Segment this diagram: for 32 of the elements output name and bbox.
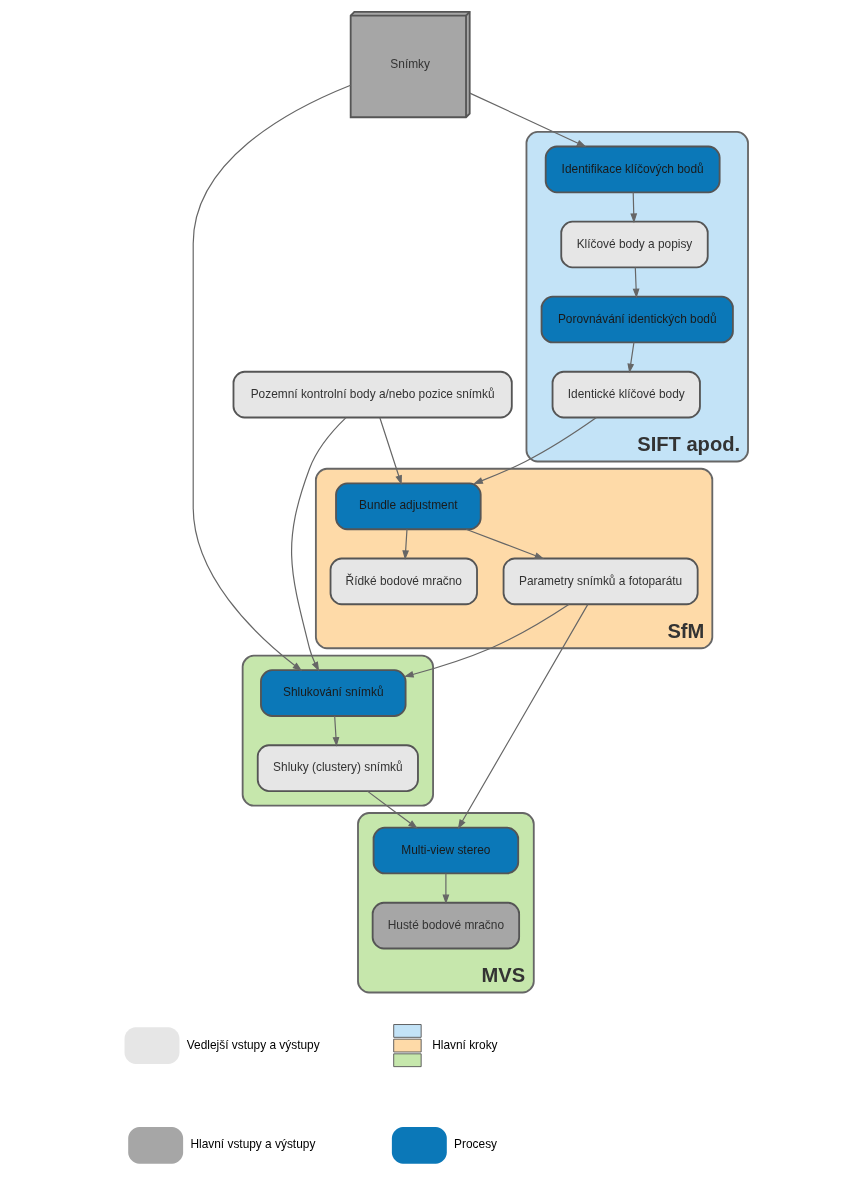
node-box: Identické klíčové body — [551, 370, 701, 419]
arrow — [290, 417, 347, 672]
node-box: Parametry snímků a fotoparátu — [502, 557, 699, 606]
node-box: Husté bodové mračno — [371, 901, 520, 950]
arrow — [378, 417, 402, 485]
arrow — [472, 416, 597, 485]
arrow — [626, 341, 635, 374]
arrow — [468, 92, 586, 148]
node-box: Identifikace klíčových bodů — [544, 145, 721, 194]
arrow — [457, 604, 588, 830]
arrow — [403, 603, 570, 678]
cluster — [241, 654, 434, 807]
node-box: Multi-view stereo — [372, 826, 519, 875]
arrow — [464, 528, 544, 560]
node-box: Řídké bodové mračno — [329, 557, 478, 606]
legend-label: Hlavní vstupy a výstupy — [189, 1137, 315, 1152]
node-box: Bundle adjustment — [334, 482, 482, 531]
arrow — [192, 84, 351, 672]
legend-label: Hlavní kroky — [431, 1037, 498, 1052]
legend-label: Procesy — [453, 1137, 497, 1152]
legend-label: Vedlejší vstupy a výstupy — [186, 1037, 320, 1052]
arrow — [332, 715, 339, 747]
node-box: Porovnávání identických bodů — [540, 295, 734, 344]
arrow — [366, 790, 418, 829]
arrow — [401, 528, 409, 561]
arrow — [632, 266, 639, 299]
arrow — [442, 872, 449, 905]
node-box: Klíčové body a popisy — [559, 220, 709, 269]
node-box: Shlukování snímků — [259, 669, 406, 717]
node-box: Shluky (clustery) snímků — [256, 744, 419, 792]
node-box: Pozemní kontrolní body a/nebo pozice snímků — [232, 370, 513, 419]
arrow — [629, 191, 637, 224]
